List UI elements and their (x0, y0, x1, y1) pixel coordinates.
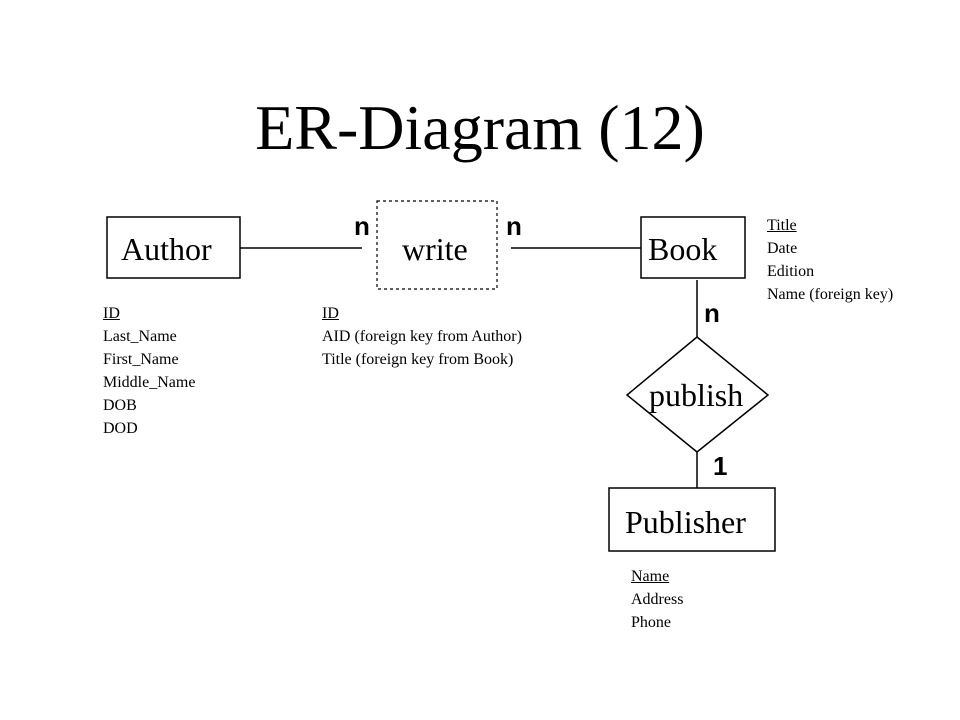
cardinality-publish-book: n (704, 298, 720, 328)
attribute-item: Name (foreign key) (767, 286, 894, 303)
page-title: ER-Diagram (12) (255, 92, 705, 163)
attribute-item: DOB (103, 397, 137, 414)
attribute-item: ID (322, 305, 339, 322)
write-label: write (402, 231, 468, 267)
publisher-entity-box (608, 487, 776, 552)
attribute-item: First_Name (103, 351, 179, 368)
book-attributes: Title Date Edition Name (foreign key) (767, 214, 893, 306)
write-attributes: ID AID (foreign key from Author) Title (… (322, 302, 522, 371)
cardinality-publish-publisher: 1 (713, 451, 728, 481)
write-relationship-box (376, 200, 498, 290)
publisher-label: Publisher (625, 504, 746, 540)
attribute-item: Phone (631, 614, 671, 631)
attribute-item: Date (767, 240, 798, 257)
publish-label: publish (649, 377, 744, 413)
cardinality-write-book: n (506, 211, 522, 241)
attribute-item: Middle_Name (103, 374, 196, 391)
book-label: Book (648, 231, 718, 267)
publisher-attributes: Name Address Phone (631, 565, 683, 634)
attribute-item: Last_Name (103, 328, 177, 345)
attribute-item: DOD (103, 420, 138, 437)
cardinality-write-author: n (354, 211, 370, 241)
attribute-item: Address (631, 591, 684, 608)
attribute-item: ID (103, 305, 120, 322)
author-attributes: ID Last_Name First_Name Middle_Name DOB … (103, 302, 195, 440)
attribute-item: Name (631, 568, 670, 585)
attribute-item: Title (foreign key from Book) (322, 351, 514, 368)
attribute-item: AID (foreign key from Author) (322, 328, 522, 345)
attribute-item: Title (767, 217, 797, 234)
attribute-item: Edition (767, 263, 815, 280)
author-label: Author (121, 231, 212, 267)
